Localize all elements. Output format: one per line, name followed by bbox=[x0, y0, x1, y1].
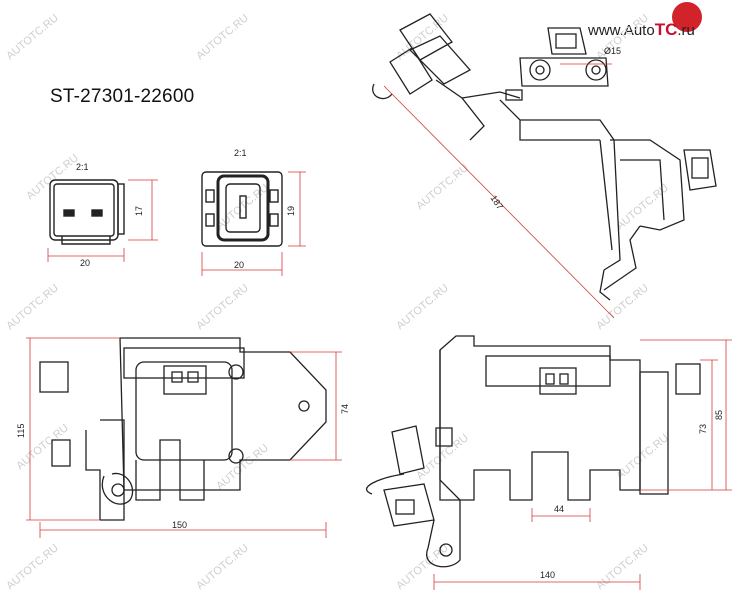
watermark-text: AUTOTC.RU bbox=[194, 542, 251, 592]
connector-1-height: 17 bbox=[134, 206, 144, 216]
connector-1-scale: 2:1 bbox=[76, 162, 89, 172]
side-dim-lines bbox=[433, 339, 732, 590]
connector-2-width: 20 bbox=[234, 260, 244, 270]
site-brand[interactable]: www.AutoTC.ru bbox=[588, 20, 695, 40]
watermark-text: AUTOTC.RU bbox=[194, 282, 251, 332]
site-brand-tc: TC bbox=[654, 20, 678, 39]
coil-side-drawing bbox=[365, 335, 701, 568]
watermark-text: AUTOTC.RU bbox=[594, 542, 651, 592]
connector-2-drawing bbox=[201, 171, 283, 247]
coil-front-drawing bbox=[39, 337, 327, 521]
watermark-text: AUTOTC.RU bbox=[4, 282, 61, 332]
watermark-text: AUTOTC.RU bbox=[24, 152, 81, 202]
site-suffix: .ru bbox=[677, 22, 695, 39]
watermark-text: AUTOTC.RU bbox=[614, 432, 671, 482]
side-inner-height: 73 bbox=[698, 424, 708, 434]
front-inner-height: 74 bbox=[340, 404, 350, 414]
connector-2-scale: 2:1 bbox=[234, 148, 247, 158]
site-prefix: www.Auto bbox=[588, 22, 655, 39]
diag-length: 187 bbox=[488, 193, 505, 211]
connector-2-height: 19 bbox=[286, 206, 296, 216]
watermark-layer: AUTOTC.RU AUTOTC.RU AUTOTC.RU AUTOTC.RU AUTO… bbox=[4, 12, 671, 592]
front-dim-lines bbox=[26, 337, 342, 538]
watermark-text: AUTOTC.RU bbox=[594, 12, 651, 62]
connector-1-drawing bbox=[49, 179, 125, 245]
watermark-text: AUTOTC.RU bbox=[4, 12, 61, 62]
front-width: 150 bbox=[172, 520, 187, 530]
watermark-text: AUTOTC.RU bbox=[394, 282, 451, 332]
front-height: 115 bbox=[16, 424, 26, 438]
side-width: 140 bbox=[540, 570, 555, 580]
watermark-text: AUTOTC.RU bbox=[414, 432, 471, 482]
side-connector-width: 44 bbox=[554, 504, 564, 514]
diagonal-dim-line bbox=[383, 63, 615, 319]
watermark-text: AUTOTC.RU bbox=[214, 182, 271, 232]
connector-1-dim-lines bbox=[47, 179, 158, 262]
watermark-text: AUTOTC.RU bbox=[414, 162, 471, 212]
connector-1-width: 20 bbox=[80, 258, 90, 268]
watermark-text: AUTOTC.RU bbox=[4, 542, 61, 592]
part-number: ST-27301-22600 bbox=[50, 86, 195, 107]
brand-logo-circle bbox=[672, 2, 702, 32]
side-height: 85 bbox=[714, 410, 724, 420]
hole-diameter: Ø15 bbox=[604, 46, 621, 56]
watermark-text: AUTOTC.RU bbox=[394, 12, 451, 62]
coil-perspective-drawing bbox=[372, 13, 717, 301]
watermark-text: AUTOTC.RU bbox=[214, 442, 271, 492]
watermark-text: AUTOTC.RU bbox=[194, 12, 251, 62]
connector-2-dim-lines bbox=[201, 171, 306, 276]
